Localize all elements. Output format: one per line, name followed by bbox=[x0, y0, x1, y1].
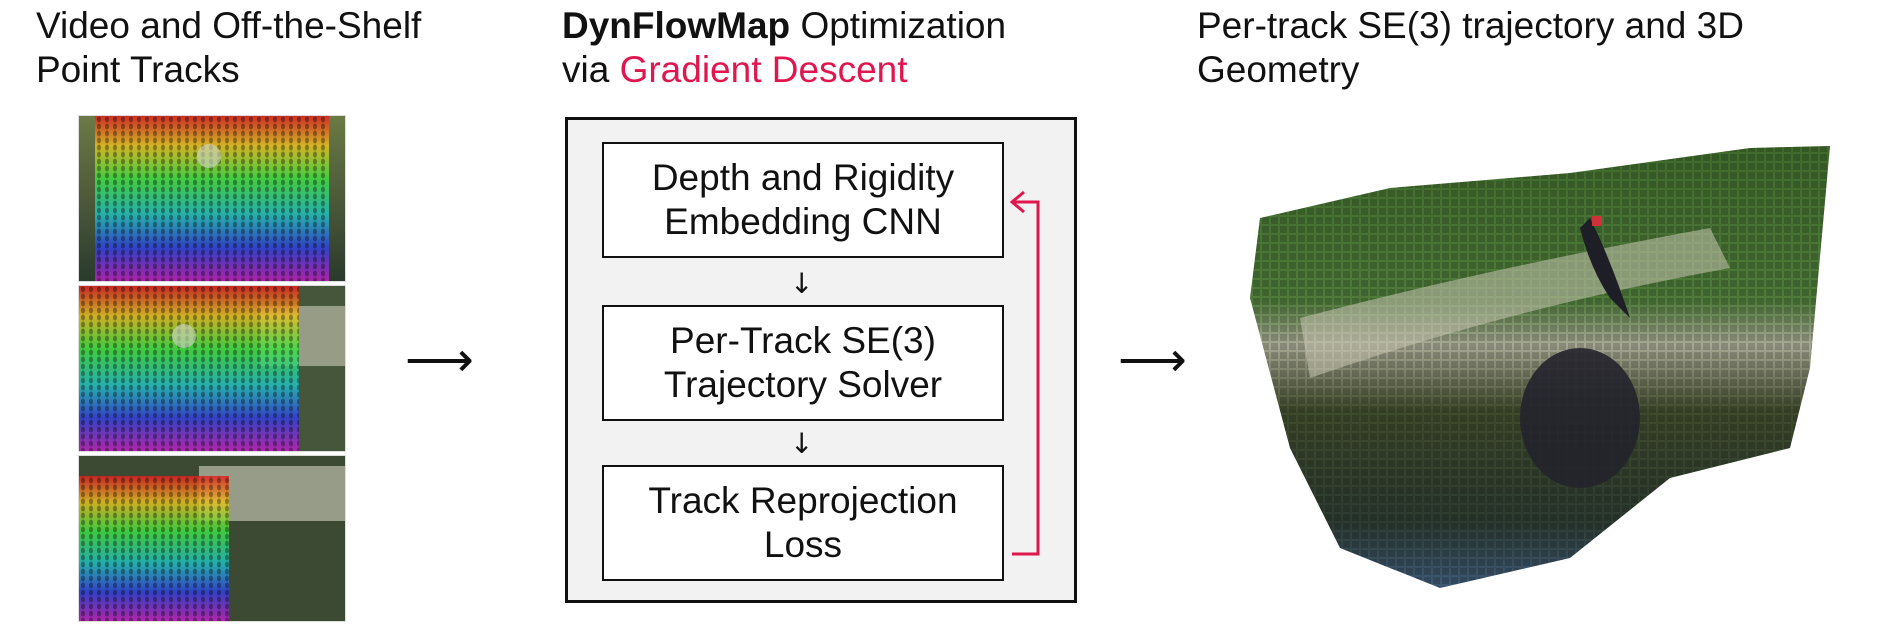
down-arrow-icon: ↓ bbox=[790, 267, 814, 300]
method-name: DynFlowMap bbox=[562, 5, 791, 46]
output-title: Per-track SE(3) trajectory and 3D Geomet… bbox=[1197, 4, 1744, 92]
right-arrow-icon: ⟶ bbox=[1118, 332, 1187, 388]
point-cloud-render bbox=[1250, 146, 1830, 588]
output-title-line2: Geometry bbox=[1197, 49, 1360, 90]
optimization-title: DynFlowMap Optimization via Gradient Des… bbox=[562, 4, 1006, 92]
feedback-arrow-icon bbox=[1009, 190, 1040, 556]
optimization-panel: Depth and Rigidity Embedding CNN ↓ Per-T… bbox=[565, 117, 1077, 603]
right-arrow-icon: ⟶ bbox=[405, 332, 474, 388]
down-arrow-icon: ↓ bbox=[790, 427, 814, 460]
gradient-descent-label: Gradient Descent bbox=[619, 49, 908, 90]
optimization-title-line2: via Gradient Descent bbox=[562, 48, 1006, 92]
input-title-line1: Video and Off-the-Shelf bbox=[36, 5, 422, 46]
track-frame-2-svg bbox=[79, 286, 345, 451]
depth-rigidity-box: Depth and Rigidity Embedding CNN bbox=[602, 142, 1004, 258]
trajectory-solver-box: Per-Track SE(3) Trajectory Solver bbox=[602, 305, 1004, 421]
title-rest: Optimization bbox=[790, 5, 1007, 46]
video-frame-3 bbox=[78, 455, 346, 622]
input-title: Video and Off-the-Shelf Point Tracks bbox=[36, 4, 421, 92]
track-frame-1-svg bbox=[79, 116, 345, 281]
track-frame-3-svg bbox=[79, 456, 345, 621]
video-frame-1 bbox=[78, 115, 346, 282]
optimization-title-line1: DynFlowMap Optimization bbox=[562, 4, 1006, 48]
reprojection-loss-box: Track Reprojection Loss bbox=[602, 465, 1004, 581]
video-frame-2 bbox=[78, 285, 346, 452]
output-title-line1: Per-track SE(3) trajectory and 3D bbox=[1197, 5, 1744, 46]
title-prefix: via bbox=[562, 49, 620, 90]
input-title-line2: Point Tracks bbox=[36, 49, 240, 90]
